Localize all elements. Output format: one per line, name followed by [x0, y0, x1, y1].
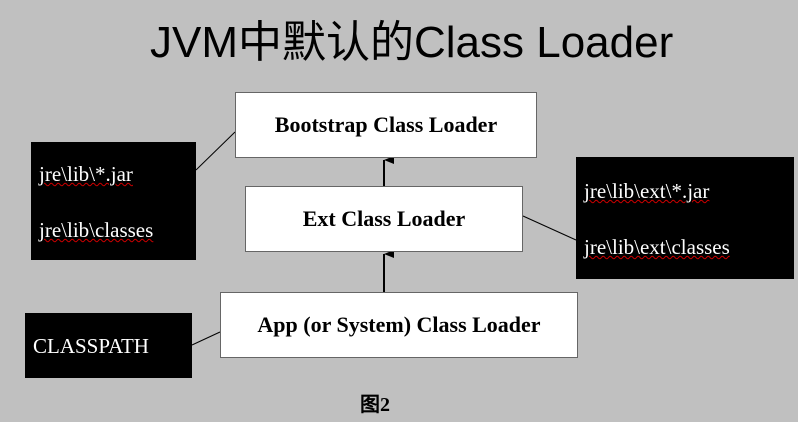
app-class-loader-node: App (or System) Class Loader — [220, 292, 578, 358]
bootstrap-class-loader-node: Bootstrap Class Loader — [235, 92, 537, 158]
leader-app-classpath — [191, 331, 221, 346]
diagram-title: JVM中默认的Class Loader — [150, 18, 674, 67]
bootstrap-path-box: jre\lib\*.jar jre\lib\classes — [31, 142, 196, 260]
ext-path-box: jre\lib\ext\*.jar jre\lib\ext\classes — [576, 157, 794, 279]
leader-ext-paths — [522, 215, 577, 241]
ext-path-jar: jre\lib\ext\*.jar — [584, 179, 710, 203]
ext-class-loader-node: Ext Class Loader — [245, 186, 523, 252]
app-path-box: CLASSPATH — [25, 313, 192, 378]
bootstrap-path-classes: jre\lib\classes — [39, 218, 154, 242]
figure-caption: 图2 — [360, 394, 390, 416]
bootstrap-path-jar: jre\lib\*.jar — [39, 162, 133, 186]
ext-path-classes: jre\lib\ext\classes — [584, 235, 730, 259]
app-path-classpath: CLASSPATH — [33, 334, 149, 358]
leader-bootstrap-paths — [195, 131, 236, 171]
